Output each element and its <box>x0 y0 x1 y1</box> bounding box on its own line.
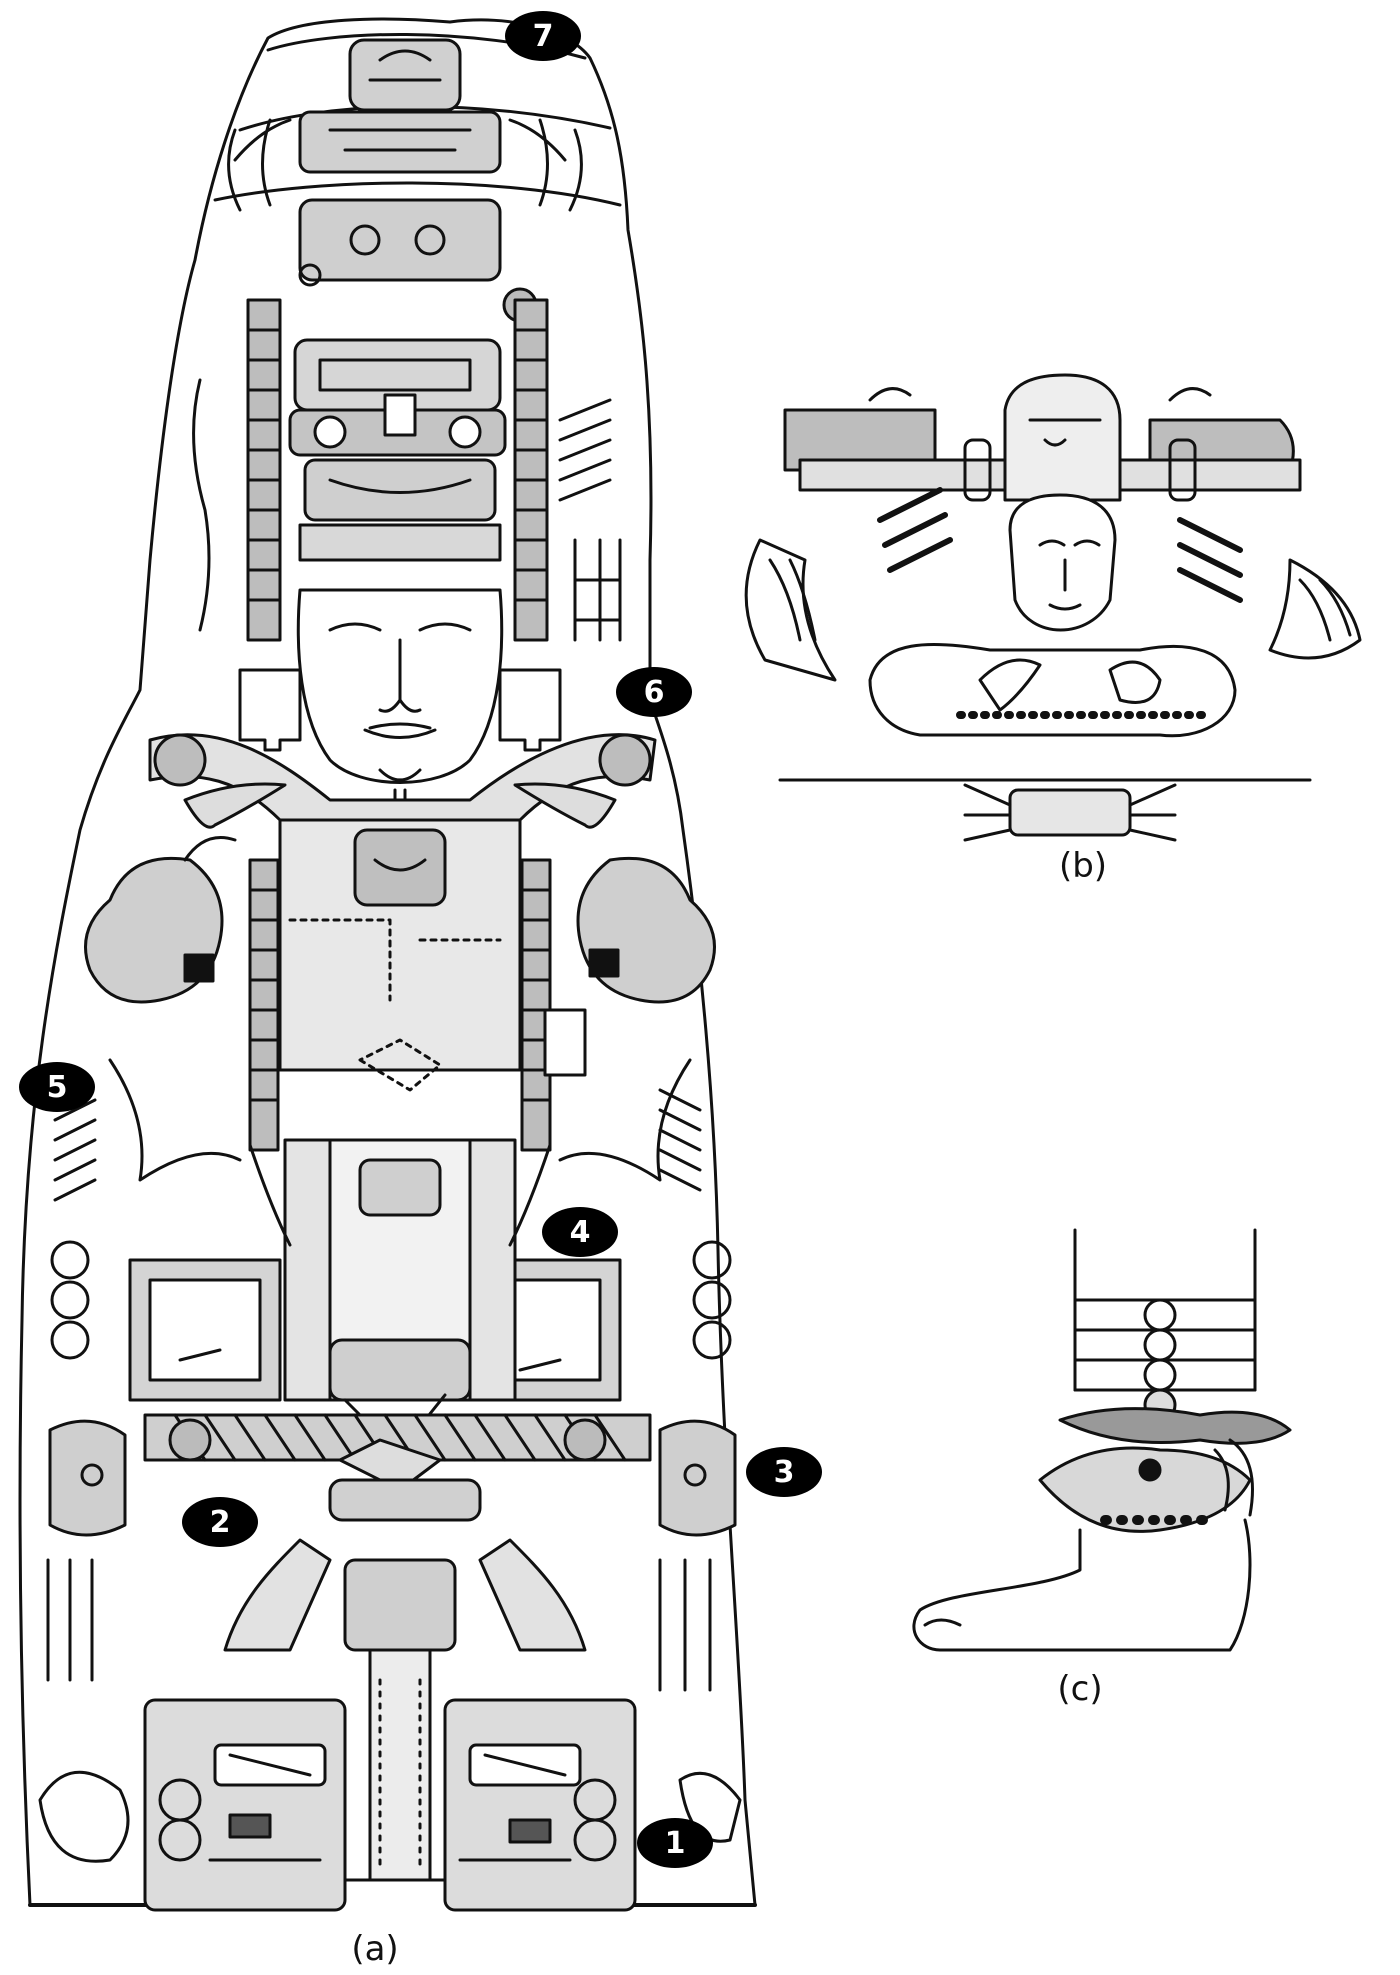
marker-badge <box>542 1207 618 1257</box>
marker-number: 1 <box>665 1826 686 1861</box>
marker-number: 7 <box>533 19 554 54</box>
marker-badge <box>746 1447 822 1497</box>
belt-head-right <box>658 1419 737 1537</box>
marker-number: 6 <box>644 675 665 710</box>
panel-c-ankle <box>912 1228 1292 1652</box>
panel-a-stela-drawing <box>18 17 757 1912</box>
ruler-face <box>296 588 504 827</box>
marker-badge <box>182 1497 258 1547</box>
number-marker-4: 4 <box>542 1207 618 1257</box>
chest-panel <box>248 818 552 1152</box>
panel-b-seated-figure <box>744 373 1362 842</box>
number-marker-5: 5 <box>19 1062 95 1112</box>
marker-number: 5 <box>47 1070 68 1105</box>
marker-badge <box>616 667 692 717</box>
serpent-head-left <box>84 836 242 1182</box>
number-marker-6: 6 <box>616 667 692 717</box>
sandals <box>143 1698 637 1912</box>
belt-head-left <box>48 1419 127 1537</box>
number-marker-1: 1 <box>637 1818 713 1868</box>
stela-outline <box>18 17 757 1907</box>
loincloth <box>223 1478 587 1882</box>
marker-badge <box>505 11 581 61</box>
panel-label-b: (b) <box>1059 846 1107 886</box>
number-marker-7: 7 <box>505 11 581 61</box>
marker-badge <box>637 1818 713 1868</box>
marker-number: 4 <box>570 1215 591 1250</box>
serpent-head-right <box>543 856 716 1182</box>
skirt-panels <box>128 1138 622 1432</box>
headdress-feathers <box>227 118 583 212</box>
number-marker-2: 2 <box>182 1497 258 1547</box>
headdress-mask <box>288 338 507 562</box>
number-marker-3: 3 <box>746 1447 822 1497</box>
marker-number: 3 <box>774 1455 795 1490</box>
panel-label-c: (c) <box>1057 1669 1102 1709</box>
markers-layer: 1 2 3 4 5 6 7 <box>19 11 822 1868</box>
marker-badge <box>19 1062 95 1112</box>
panel-label-a: (a) <box>351 1929 398 1969</box>
headdress-side-columns <box>246 298 549 642</box>
marker-number: 2 <box>210 1505 231 1540</box>
belt <box>143 1413 652 1492</box>
